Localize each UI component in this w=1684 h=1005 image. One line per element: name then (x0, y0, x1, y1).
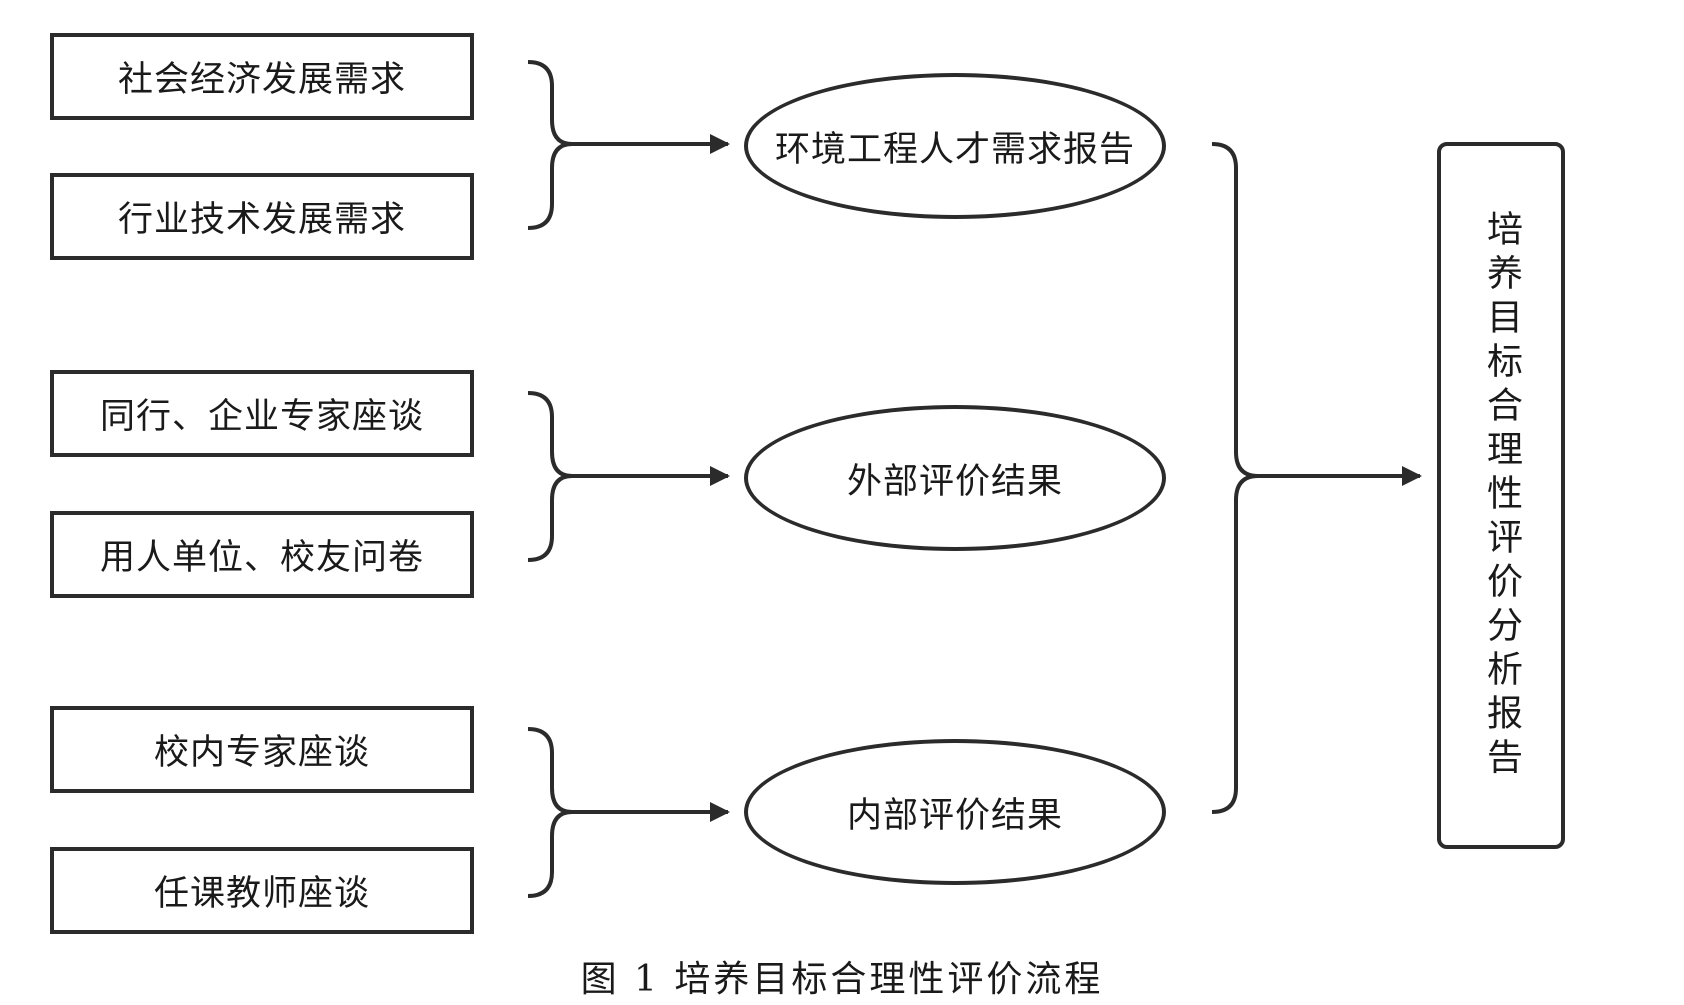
input-label: 社会经济发展需求 (117, 60, 406, 100)
result-ellipse-internal: 内部评价结果 (744, 739, 1166, 885)
input-box-employer-alumni: 用人单位、校友问卷 (50, 511, 474, 598)
input-label: 任课教师座谈 (153, 874, 370, 914)
brace-results (1211, 142, 1259, 814)
input-box-social-economic: 社会经济发展需求 (50, 33, 474, 120)
input-box-peer-expert: 同行、企业专家座谈 (50, 370, 474, 457)
result-label: 环境工程人才需求报告 (774, 129, 1135, 170)
input-label: 用人单位、校友问卷 (99, 538, 424, 578)
result-ellipse-external: 外部评价结果 (744, 405, 1166, 551)
brace-group-2 (527, 391, 573, 562)
input-box-campus-expert: 校内专家座谈 (50, 706, 474, 793)
input-label: 行业技术发展需求 (117, 200, 406, 240)
result-label: 内部评价结果 (846, 795, 1063, 836)
input-label: 同行、企业专家座谈 (99, 397, 424, 437)
output-report-box: 培养目标合理性评价分析报告 (1437, 142, 1565, 849)
brace-group-3 (527, 727, 573, 898)
input-box-industry-tech: 行业技术发展需求 (50, 173, 474, 260)
brace-group-1 (527, 60, 573, 230)
output-label: 培养目标合理性评价分析报告 (1481, 209, 1522, 782)
input-box-teacher: 任课教师座谈 (50, 847, 474, 934)
figure-caption: 图 1 培养目标合理性评价流程 (580, 959, 1104, 1000)
input-label: 校内专家座谈 (153, 733, 370, 773)
result-label: 外部评价结果 (846, 461, 1063, 502)
result-ellipse-demand-report: 环境工程人才需求报告 (744, 73, 1166, 219)
